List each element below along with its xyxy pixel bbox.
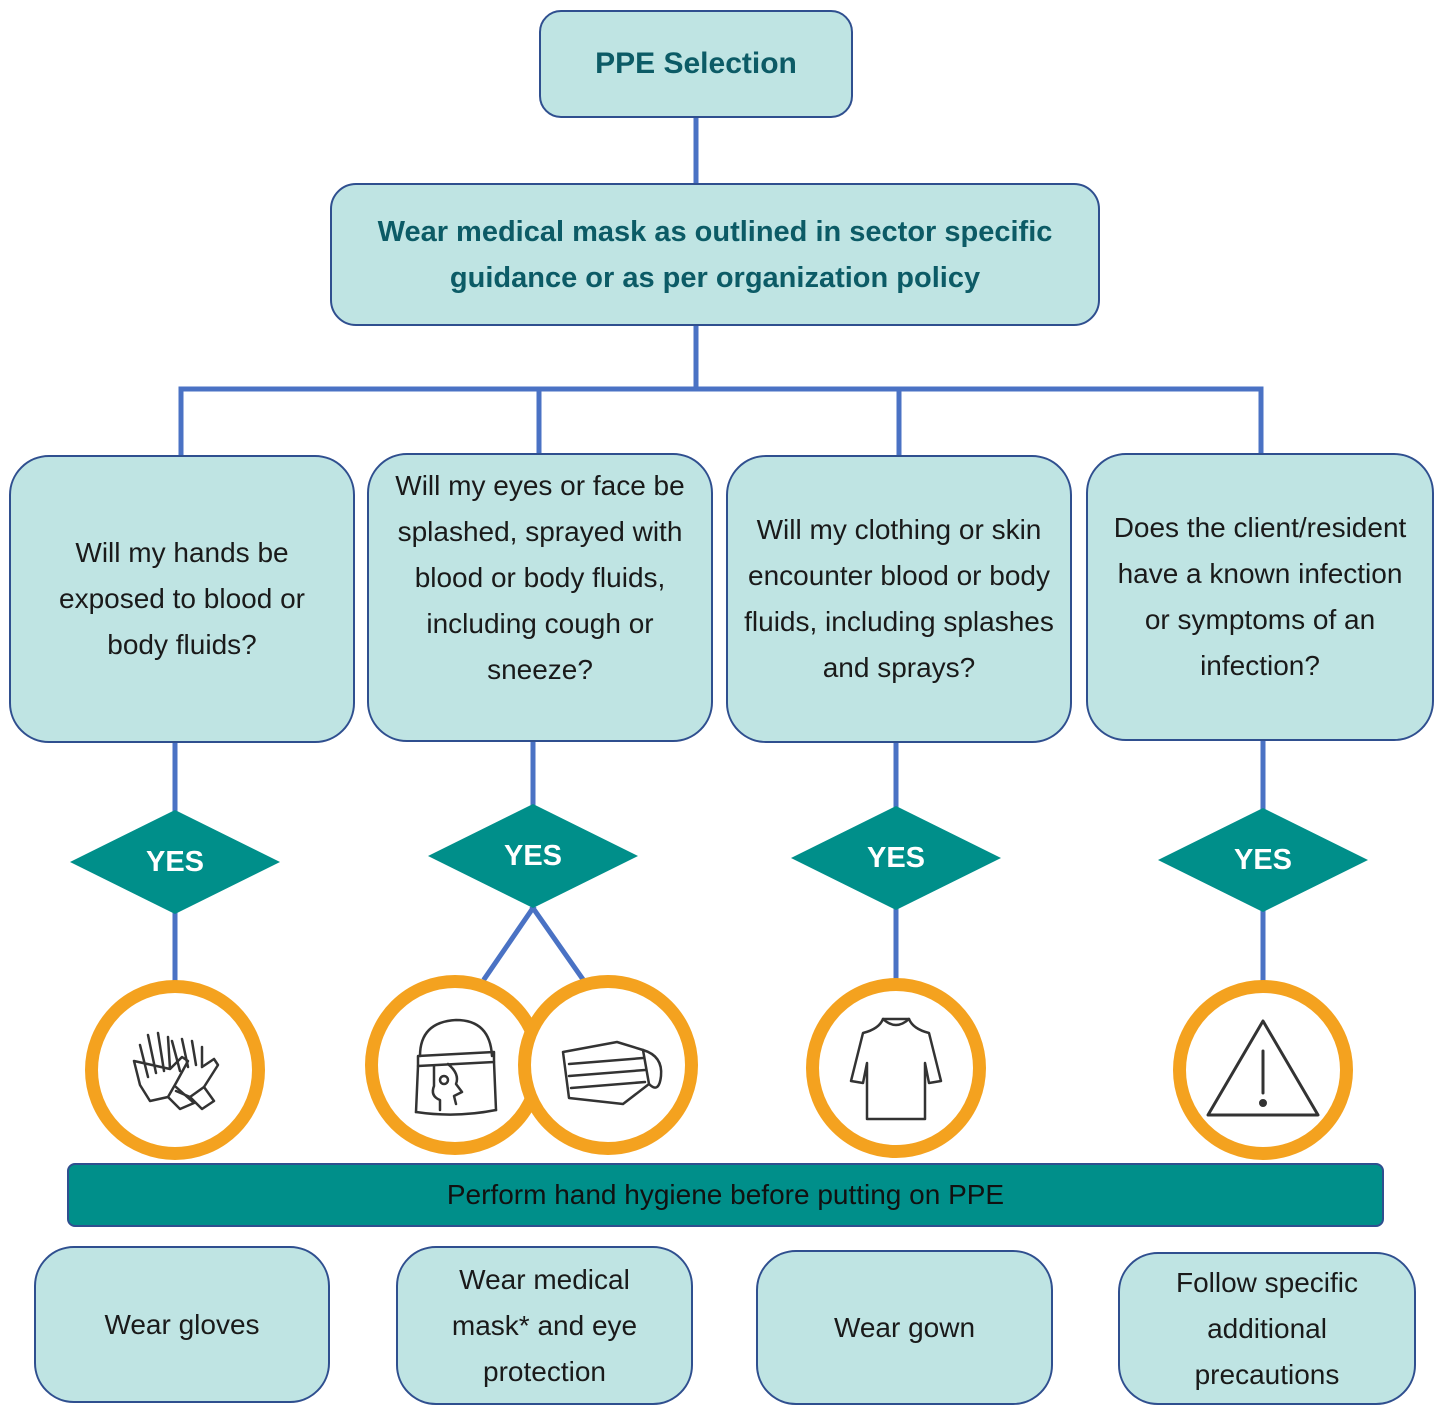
gloves-ring (85, 980, 265, 1160)
hand-hygiene-banner: Perform hand hygiene before putting on P… (67, 1163, 1384, 1227)
question-box-eyes-face: Will my eyes or face be splashed, spraye… (367, 453, 713, 742)
result-box-mask-eye: Wear medical mask* and eye protection (396, 1246, 693, 1405)
result-text: Follow specific additional precautions (1175, 1266, 1359, 1390)
yes-label: YES (145, 845, 205, 878)
yes-label: YES (1233, 843, 1293, 876)
top-instruction-box: Wear medical mask as outlined in sector … (330, 183, 1100, 326)
title-box: PPE Selection (539, 10, 853, 118)
yes-diamond: YES (791, 806, 1001, 910)
result-text: Wear gown (833, 1311, 976, 1343)
gown-ring (806, 978, 986, 1158)
question-box-infection: Does the client/resident have a known in… (1086, 453, 1434, 741)
warning-icon (1206, 1019, 1320, 1117)
banner-text: Perform hand hygiene before putting on P… (446, 1179, 1005, 1210)
yes-label: YES (866, 841, 926, 874)
question-box-hands: Will my hands be exposed to blood or bod… (9, 455, 355, 743)
question-text: Does the client/resident have a known in… (1113, 512, 1407, 681)
result-text: Wear medical mask* and eye protection (451, 1263, 638, 1387)
result-box-precautions: Follow specific additional precautions (1118, 1252, 1416, 1405)
question-text: Will my hands be exposed to blood or bod… (59, 537, 305, 660)
yes-label: YES (503, 839, 563, 872)
top-instruction-text: Wear medical mask as outlined in sector … (377, 215, 1053, 294)
yes-diamond: YES (1158, 808, 1368, 912)
result-text: Wear gloves (104, 1308, 260, 1340)
gown-icon (849, 1017, 943, 1121)
warning-ring (1173, 980, 1353, 1160)
question-box-clothing-skin: Will my clothing or skin encounter blood… (726, 455, 1072, 743)
medical-mask-icon (561, 1040, 663, 1106)
gloves-icon (132, 1031, 220, 1111)
result-box-gown: Wear gown (756, 1250, 1053, 1405)
medical-mask-ring (518, 975, 698, 1155)
face-shield-icon (414, 1018, 498, 1116)
page-title: PPE Selection (595, 47, 797, 80)
yes-diamond: YES (70, 810, 280, 914)
question-text: Will my clothing or skin encounter blood… (744, 514, 1054, 683)
question-text: Will my eyes or face be splashed, spraye… (395, 470, 685, 685)
yes-diamond: YES (428, 804, 638, 908)
result-box-gloves: Wear gloves (34, 1246, 330, 1403)
